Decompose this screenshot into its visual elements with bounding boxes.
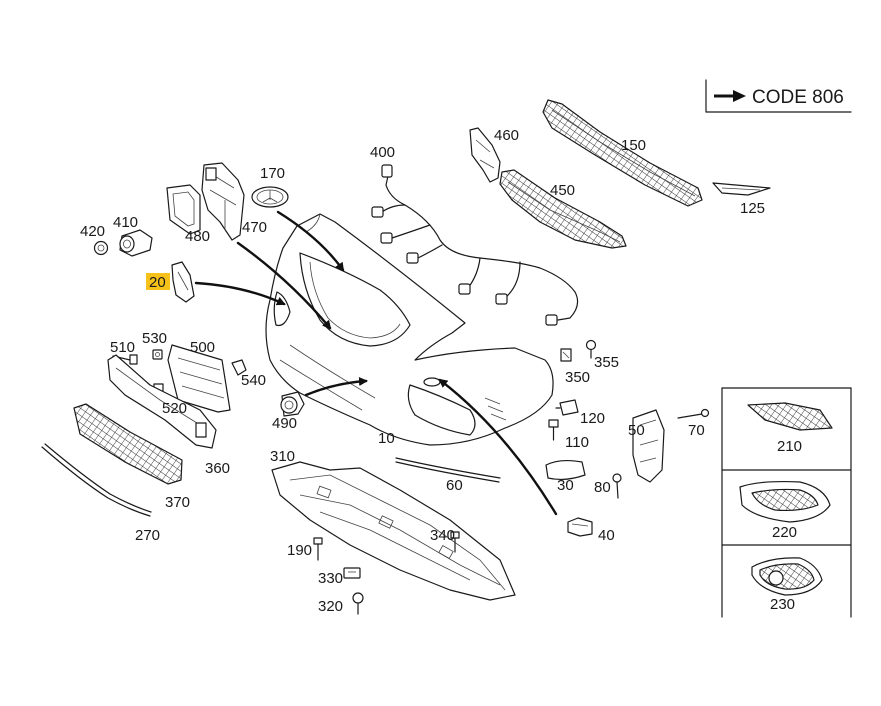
part-30	[545, 459, 586, 481]
callout-480: 480	[185, 228, 210, 245]
callout-70: 70	[688, 422, 705, 439]
callout-30: 30	[557, 477, 574, 494]
code-note: CODE 806	[705, 79, 852, 113]
part-190	[313, 537, 323, 561]
code-note-text: CODE 806	[752, 87, 844, 108]
part-125	[712, 182, 771, 196]
callout-350: 350	[565, 369, 590, 386]
callout-125: 125	[740, 200, 765, 217]
part-420	[93, 240, 109, 256]
callout-270: 270	[135, 527, 160, 544]
part-500	[167, 344, 231, 413]
callout-110: 110	[565, 434, 589, 451]
callout-20-highlight	[146, 273, 170, 290]
callout-355: 355	[594, 354, 619, 371]
part-310	[271, 461, 516, 601]
part-340	[450, 531, 460, 553]
part-120	[555, 399, 579, 416]
callout-450: 450	[550, 182, 575, 199]
part-210	[747, 402, 833, 431]
callout-labels: 400 460 150 450 170 125 420 410 480 470 …	[80, 127, 802, 615]
callout-220: 220	[772, 524, 797, 541]
callout-510: 510	[110, 339, 135, 356]
callout-20: 20	[149, 274, 166, 291]
callout-530: 530	[142, 330, 167, 347]
callout-460: 460	[494, 127, 519, 144]
part-360	[107, 354, 217, 449]
part-355	[585, 339, 597, 359]
right-arrow-icon	[714, 90, 746, 102]
callout-420: 420	[80, 223, 105, 240]
part-150	[542, 99, 703, 207]
part-400	[371, 164, 579, 326]
part-480	[166, 184, 201, 235]
part-370	[73, 403, 183, 485]
part-320	[352, 592, 364, 615]
part-110	[548, 419, 559, 441]
leader-lines	[194, 210, 558, 516]
part-350	[560, 348, 572, 362]
part-220	[739, 480, 831, 523]
callout-330: 330	[318, 570, 343, 587]
callout-40: 40	[598, 527, 615, 544]
callout-370: 370	[165, 494, 190, 511]
callout-470: 470	[242, 219, 267, 236]
callout-520: 520	[162, 400, 187, 417]
part-270	[41, 443, 152, 517]
part-70	[677, 408, 710, 419]
inset-panels	[721, 387, 852, 618]
callout-190: 190	[287, 542, 312, 559]
callout-400: 400	[370, 144, 395, 161]
callout-230: 230	[770, 596, 795, 613]
part-530	[152, 349, 163, 360]
callout-410: 410	[113, 214, 138, 231]
callout-120: 120	[580, 410, 605, 427]
part-330	[343, 567, 361, 579]
part-170	[251, 186, 289, 208]
callout-360: 360	[205, 460, 230, 477]
part-20	[171, 261, 195, 303]
part-410	[119, 229, 153, 257]
callout-310: 310	[270, 448, 295, 465]
part-490	[280, 391, 305, 417]
callout-210: 210	[777, 438, 802, 455]
part-60	[395, 457, 501, 483]
callout-500: 500	[190, 339, 215, 356]
callout-150: 150	[621, 137, 646, 154]
callout-340: 340	[430, 527, 455, 544]
part-460	[469, 127, 501, 183]
callout-170: 170	[260, 165, 285, 182]
callout-60: 60	[446, 477, 463, 494]
callout-10: 10	[378, 430, 395, 447]
part-450	[499, 169, 627, 249]
part-40	[567, 517, 593, 537]
callout-80: 80	[594, 479, 611, 496]
part-80	[612, 473, 622, 499]
part-230	[751, 557, 823, 596]
callout-540: 540	[241, 372, 266, 389]
callout-50: 50	[628, 422, 645, 439]
part-50	[632, 409, 665, 483]
callout-490: 490	[272, 415, 297, 432]
part-540	[231, 359, 247, 376]
part-470	[201, 162, 245, 241]
callout-320: 320	[318, 598, 343, 615]
